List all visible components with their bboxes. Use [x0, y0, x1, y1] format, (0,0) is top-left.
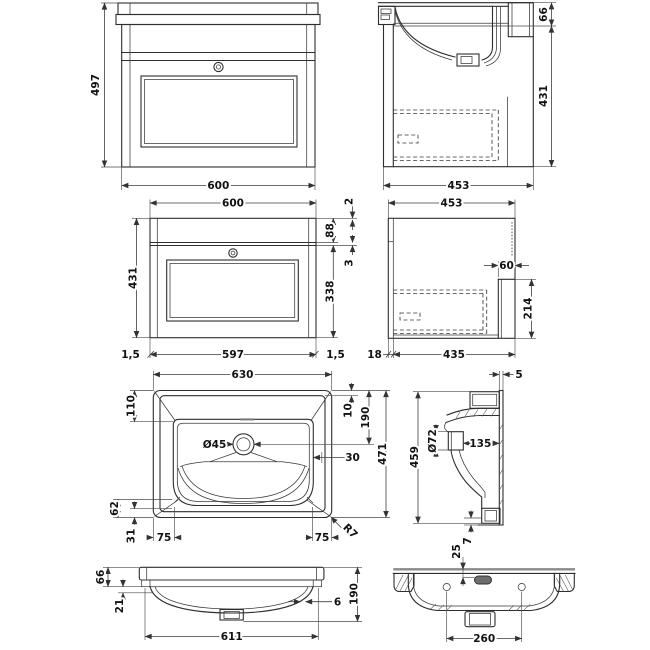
bowl-outer	[149, 586, 314, 614]
view-cabinet-side: 453 60 214 18 435	[365, 196, 536, 363]
dim-overflow-offset: 25	[451, 544, 463, 559]
bowl-outline	[172, 418, 314, 507]
dim-vanity-side-depth: 453	[448, 180, 470, 192]
dim-lip-height: 21	[114, 599, 126, 614]
waste-hole	[232, 433, 255, 456]
cabinet-body	[121, 23, 316, 168]
dim-back-thickness: 5	[515, 369, 522, 381]
dim-rim-width: 30	[345, 452, 360, 464]
right-fixing-ear	[553, 572, 575, 593]
dim-edge-to-bowl: 110	[126, 395, 138, 417]
dim-cabinet-side-depth: 453	[441, 198, 463, 210]
hidden-handle	[399, 312, 421, 321]
dim-edge-to-waste: 190	[360, 407, 372, 429]
dim-rim-offset: 10	[343, 403, 355, 418]
dim-vanity-front-height: 497	[90, 74, 102, 96]
left-fixing-ear	[393, 572, 415, 593]
dim-right-bowl-inset: 75	[315, 532, 330, 544]
wall-bracket	[377, 5, 396, 26]
dim-back-rail-height: 214	[523, 298, 535, 320]
cabinet-body	[387, 217, 516, 339]
dim-top-reveal: 2	[344, 198, 356, 205]
hidden-handle	[397, 134, 419, 144]
basin-outline	[152, 389, 333, 519]
fixing-hole-right	[517, 583, 526, 591]
view-basin-back: 25 260	[392, 542, 576, 647]
overflow-boss	[447, 431, 464, 451]
fixing-hole-left	[442, 583, 451, 591]
overflow-slot	[474, 575, 492, 585]
dim-basin-section-depth: 459	[409, 446, 421, 468]
dim-drawer-front-height: 88	[324, 223, 336, 238]
dim-basin-front-height: 190	[349, 583, 361, 605]
dim-left-bowl-inset: 75	[157, 532, 172, 544]
dim-vanity-front-width: 600	[207, 180, 229, 192]
dim-cabinet-front-width: 600	[222, 198, 244, 210]
dim-waste-diameter: Ø45	[203, 439, 227, 451]
dim-front-lip-depth: 62	[109, 501, 121, 516]
view-vanity-front: 497 600	[88, 2, 321, 194]
bowl-section-outer	[394, 6, 456, 58]
bowl-underside-outer	[407, 572, 561, 612]
dim-shell-thickness: 6	[334, 596, 341, 608]
view-cabinet-front: 600 431 88 2 3 338 1,5 597 1,5	[119, 196, 357, 363]
dim-vanity-side-cabinet-height: 431	[538, 85, 550, 107]
dim-underside-width: 611	[221, 631, 243, 643]
view-vanity-side: 66 431 453	[377, 2, 556, 194]
dim-right-gap: 1,5	[326, 349, 345, 361]
view-basin-front: 66 21 6 190 611	[93, 566, 363, 645]
waste-outlet	[219, 608, 244, 621]
dim-fixing-hole-centres: 260	[473, 633, 495, 645]
dim-front-edge-depth: 31	[126, 529, 138, 544]
dim-base-thickness: 7	[462, 537, 474, 544]
door-panel	[140, 75, 298, 148]
dim-front-width: 597	[222, 349, 244, 361]
dim-back-rail-width: 60	[499, 260, 514, 272]
waste-block	[464, 611, 496, 628]
dim-left-gap: 1,5	[121, 349, 140, 361]
door-knob	[213, 61, 224, 73]
dim-reveal-gap: 3	[344, 259, 356, 266]
waste-section	[456, 53, 480, 67]
view-basin-section: 5 459 Ø72 135 7	[407, 367, 525, 546]
door-panel	[166, 259, 299, 322]
door-knob	[228, 248, 238, 258]
dim-door-height: 338	[324, 281, 336, 303]
deck-upper	[446, 407, 500, 416]
waste-trap	[481, 507, 501, 524]
bowl-wall-outer	[450, 449, 483, 509]
dim-overflow-diameter: Ø72	[427, 429, 439, 453]
dim-vanity-side-basin-height: 66	[538, 7, 550, 22]
dim-panel-thickness: 18	[367, 349, 382, 361]
dim-corner-radius: R7	[340, 522, 359, 541]
dim-internal-depth: 435	[443, 349, 465, 361]
dim-cabinet-front-height: 431	[128, 267, 140, 289]
overflow-slot-plan	[240, 418, 254, 421]
dim-bowl-inner-depth: 135	[469, 438, 491, 450]
dim-basin-depth: 471	[377, 443, 389, 465]
dim-basin-width: 630	[232, 369, 254, 381]
view-basin-plan: Ø45 630 110 10 190 471 30 62 31	[107, 367, 391, 546]
cabinet-body	[149, 217, 317, 339]
overflow-channel	[481, 5, 494, 61]
dim-rim-height: 66	[95, 570, 107, 585]
basin-back-ledge	[507, 2, 534, 38]
basin-rim	[138, 566, 325, 581]
